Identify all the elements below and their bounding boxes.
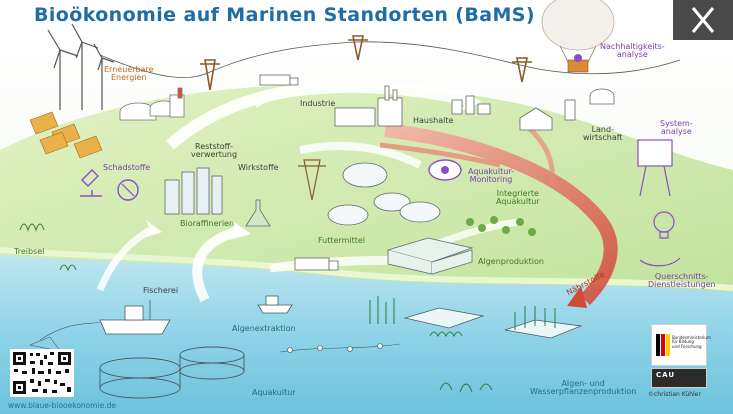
label-treibsel: Treibsel — [14, 247, 45, 256]
label-algenproduktion: Algenproduktion — [478, 257, 544, 266]
label-querschnittsdienstleistungen: Querschnitts- Dienstleistungen — [648, 272, 716, 290]
label-land: Land- — [591, 125, 614, 134]
label-fischerei: Fischerei — [143, 286, 179, 295]
label-algenextraktion: Algenextraktion — [232, 324, 296, 333]
bmbf-line-1: Bundesministerium — [672, 335, 711, 340]
label-dienstleistungen: Dienstleistungen — [648, 280, 716, 290]
label-haushalte: Haushalte — [413, 116, 454, 125]
label-aquakultur-monitoring-1: Aquakultur- — [468, 167, 514, 176]
label-nachhaltigkeits: Nachhaltigkeits- — [600, 42, 665, 51]
qr-code-icon — [10, 349, 74, 397]
bmbf-line-2: für Bildung — [672, 339, 694, 345]
label-wasserpflanzenproduktion: Wasserpflanzenproduktion — [530, 387, 637, 397]
label-aquakultur-2: Aquakultur — [496, 197, 540, 207]
label-analyse: analyse — [616, 50, 648, 60]
bmbf-line-3: und Forschung — [672, 343, 702, 349]
label-aquakultur-monitoring: Aquakultur- Monitoring — [468, 167, 514, 185]
cau-logo: CAU — [651, 368, 707, 388]
label-bioraffinerien: Bioraffinerien — [180, 219, 235, 228]
bmbf-logo: Bundesministerium für Bildung und Forsch… — [651, 324, 711, 366]
label-integrierte-aquakultur: Integrierte Aquakultur — [496, 189, 540, 207]
label-system: System- — [660, 119, 693, 128]
copyright: ©christian Kühler — [648, 391, 701, 398]
label-integrierte: Integrierte — [496, 189, 539, 198]
cau-logo-bar — [652, 369, 706, 387]
cau-logo-text: CAU — [656, 371, 676, 379]
label-aquakultur-monitoring-2: Monitoring — [469, 175, 513, 185]
bmbf-text: Bundesministerium für Bildung und Forsch… — [672, 335, 711, 349]
qr-code[interactable] — [10, 349, 74, 397]
label-nachhaltigkeitsanalyse: Nachhaltigkeits- analyse — [600, 42, 665, 60]
label-schadstoffe: Schadstoffe — [103, 163, 151, 172]
label-wirkstoffe: Wirkstoffe — [238, 163, 279, 172]
label-energien: Energien — [111, 73, 147, 83]
label-industrie: Industrie — [300, 99, 336, 108]
label-aquakultur: Aquakultur — [252, 388, 296, 397]
label-reststoffverwertung: Reststoff- verwertung — [191, 142, 238, 160]
label-algen-wasserpflanzenproduktion: Algen- und Wasserpflanzenproduktion — [530, 379, 637, 397]
label-querschnitts: Querschnitts- — [654, 272, 709, 281]
website-url[interactable]: www.blaue-biooekonomie.de — [8, 401, 117, 410]
label-reststoff: Reststoff- — [195, 142, 234, 151]
label-algen-und: Algen- und — [561, 379, 605, 388]
label-system-analyse: analyse — [660, 127, 692, 137]
close-icon — [691, 7, 715, 33]
label-systemanalyse: System- analyse — [660, 119, 693, 137]
federal-eagle-icon — [656, 334, 670, 356]
page-title: Bioökonomie auf Marinen Standorten (BaMS… — [34, 4, 535, 26]
label-futtermittel: Futtermittel — [318, 236, 366, 245]
close-button[interactable] — [673, 0, 733, 40]
label-erneuerbare: Erneuerbare — [104, 65, 154, 74]
label-verwertung: verwertung — [191, 150, 238, 160]
label-erneuerbare-energien: Erneuerbare Energien — [104, 65, 154, 83]
label-wirtschaft: wirtschaft — [583, 133, 623, 143]
label-landwirtschaft: Land- wirtschaft — [583, 125, 623, 143]
